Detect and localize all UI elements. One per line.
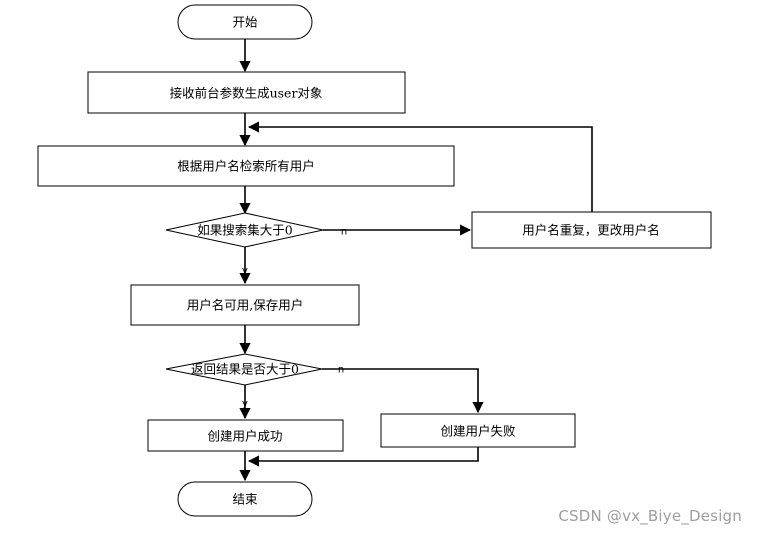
search-no-label: n (341, 227, 347, 238)
result-decision-label: 返回结果是否大于0 (191, 362, 299, 377)
connectors (239, 39, 593, 482)
start-label: 开始 (232, 15, 258, 30)
search-yes-label: y (242, 266, 248, 277)
receive-params-label: 接收前台参数生成user对象 (170, 86, 323, 101)
duplicate-name-process: 用户名重复，更改用户名 (471, 211, 712, 249)
search-decision-label: 如果搜索集大于0 (197, 223, 293, 238)
result-yes-label: y (242, 399, 248, 410)
name-available-label: 用户名可用,保存用户 (187, 298, 303, 313)
edge-duplicate-loop-back (247, 121, 593, 212)
edge-fail-to-end (247, 447, 479, 467)
csdn-watermark: CSDN @vx_Biye_Design (558, 507, 742, 525)
duplicate-name-label: 用户名重复，更改用户名 (522, 223, 660, 238)
search-users-label: 根据用户名检索所有用户 (177, 159, 315, 174)
search-users-process: 根据用户名检索所有用户 (37, 145, 455, 187)
result-no-label: n (338, 365, 344, 376)
end-terminal: 结束 (177, 481, 313, 517)
edge-result-no (322, 368, 484, 414)
create-success-process: 创建用户成功 (147, 419, 344, 452)
create-success-label: 创建用户成功 (207, 429, 282, 444)
name-available-process: 用户名可用,保存用户 (130, 284, 360, 326)
result-decision: 返回结果是否大于0 (165, 353, 323, 386)
search-decision: 如果搜索集大于0 (165, 212, 324, 248)
create-fail-process: 创建用户失败 (380, 413, 576, 448)
end-label: 结束 (232, 492, 258, 507)
create-fail-label: 创建用户失败 (440, 424, 516, 439)
start-terminal: 开始 (177, 4, 313, 40)
receive-params-process: 接收前台参数生成user对象 (87, 71, 406, 114)
